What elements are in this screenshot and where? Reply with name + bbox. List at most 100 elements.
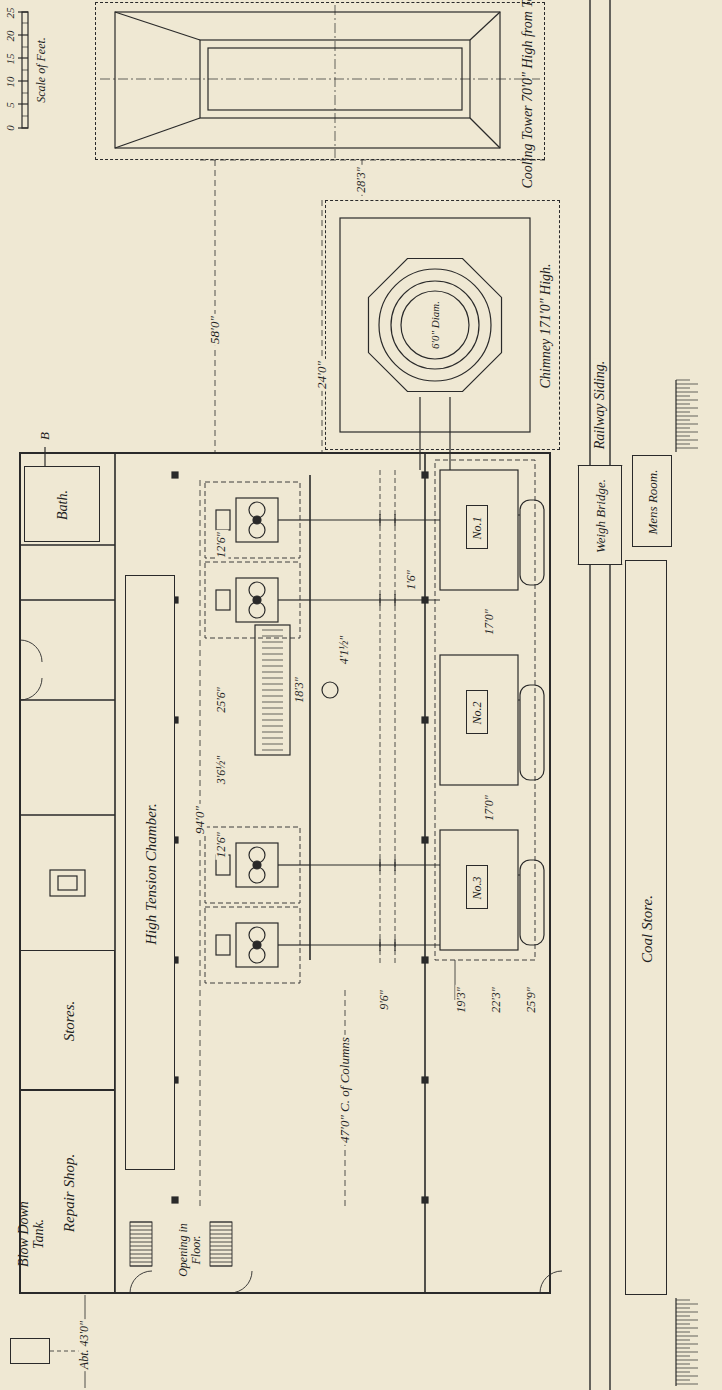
boiler-connection <box>518 699 520 700</box>
ground-slope <box>676 384 698 385</box>
boiler-number-box: No.2 <box>466 690 488 734</box>
room-fitting <box>50 870 85 896</box>
column <box>422 1077 428 1083</box>
steam-pipe <box>278 944 310 945</box>
stair-hatch <box>210 1258 232 1259</box>
partition-wall <box>20 599 115 600</box>
dimension-label: 58'0" <box>208 314 222 346</box>
weigh-bridge-box: Weigh Bridge. <box>578 465 622 565</box>
dimension-label: 4'1½" <box>338 634 351 667</box>
ground-slope <box>676 416 698 417</box>
dimension-label: 47'0" C. of Columns <box>338 1035 352 1145</box>
room-label: High Tension Chamber. <box>143 803 160 945</box>
gallery-stair <box>262 630 283 631</box>
room-label: Chimney 171'0" High. <box>538 263 553 388</box>
scale-label: 25 <box>4 6 16 21</box>
room-label: Repair Shop. <box>60 1153 77 1231</box>
column <box>422 1197 428 1203</box>
door-swing <box>230 1271 252 1293</box>
weigh-bridge-cross <box>578 465 622 565</box>
dimension-label: 12'6" <box>215 530 228 560</box>
ground-slope <box>676 1300 690 1301</box>
boiler-drum <box>520 500 544 585</box>
gallery-stair <box>262 726 283 727</box>
scale-tick <box>22 70 28 71</box>
ground-slope <box>676 1356 690 1357</box>
dimension-label: 1'6" <box>405 568 418 592</box>
boiler-setting <box>440 470 518 590</box>
dimension-label: 25'6" <box>215 685 228 715</box>
room-label: No.1 <box>471 516 484 539</box>
ground-slope <box>675 380 676 452</box>
steam-main <box>309 475 311 960</box>
stair-hatch <box>130 1246 152 1247</box>
dimension-label: 22'3" <box>490 985 503 1015</box>
boiler-setting <box>440 830 518 950</box>
dimension-label: 25'9" <box>525 985 538 1015</box>
scale-tick <box>18 34 28 35</box>
stair-hatch <box>210 1222 232 1266</box>
scale-tick <box>18 57 28 58</box>
gallery-stair <box>262 672 283 673</box>
column <box>422 472 428 478</box>
dimension-label: 28'3" <box>355 165 368 195</box>
stair-hatch <box>130 1242 152 1243</box>
gallery-stair <box>262 744 283 745</box>
ground-slope <box>676 1368 698 1369</box>
centre-line <box>100 79 540 80</box>
boiler-number-box: No.1 <box>466 505 488 549</box>
stair-hatch <box>210 1250 232 1251</box>
engine-crank <box>253 596 261 604</box>
stair-hatch <box>210 1262 232 1263</box>
gallery-stair <box>255 625 290 755</box>
column <box>422 717 428 723</box>
boiler-number-box: No.3 <box>466 865 488 909</box>
ground-slope <box>676 1308 690 1309</box>
chimney-shaft <box>391 281 479 369</box>
ground-slope <box>676 1324 690 1325</box>
gallery-stair <box>262 684 283 685</box>
scale-label: Scale of Feet. <box>35 35 48 105</box>
room-label: Cooling Tower 70'0" High from Tank. <box>520 0 535 189</box>
dimension-line <box>200 480 201 1210</box>
exhaust-pipe <box>395 470 396 965</box>
ground-slope <box>676 432 698 433</box>
room-label: No.3 <box>471 876 484 899</box>
scale-label: 0 <box>4 123 16 133</box>
gallery-stair <box>262 750 283 751</box>
room-label: No.2 <box>471 701 484 724</box>
scale-label: 15 <box>4 52 16 67</box>
steam-pipe <box>310 864 440 865</box>
dimension-label: 18'3" <box>293 675 306 705</box>
dimension-label: 3'6½" <box>215 754 228 787</box>
ground-slope <box>676 1364 690 1365</box>
scale-tick <box>22 23 28 24</box>
stair-hatch <box>130 1222 152 1266</box>
pump-symbol <box>322 682 338 698</box>
ground-slope <box>676 1332 690 1333</box>
door-swing <box>130 1271 152 1293</box>
steam-pipe <box>310 599 440 600</box>
ground-slope <box>676 1348 690 1349</box>
weigh-bridge-cross <box>578 465 622 565</box>
building-wall <box>20 453 550 1293</box>
column <box>172 1197 178 1203</box>
ground-slope <box>676 412 690 413</box>
chimney-base <box>340 218 530 432</box>
ground-slope <box>676 1372 690 1373</box>
stair-hatch <box>130 1238 152 1239</box>
gallery-stair <box>262 654 283 655</box>
engine-frame <box>236 843 278 887</box>
ground-slope <box>676 1320 698 1321</box>
gallery-stair <box>262 648 283 649</box>
gallery-stair <box>262 690 283 691</box>
ground-slope <box>676 380 690 381</box>
scale-label: 20 <box>4 29 16 44</box>
column <box>422 957 428 963</box>
scale-tick <box>18 103 28 104</box>
cooling-tower-edge <box>470 118 500 148</box>
gallery-stair <box>262 678 283 679</box>
gallery-stair <box>262 732 283 733</box>
gallery-stair <box>262 642 283 643</box>
